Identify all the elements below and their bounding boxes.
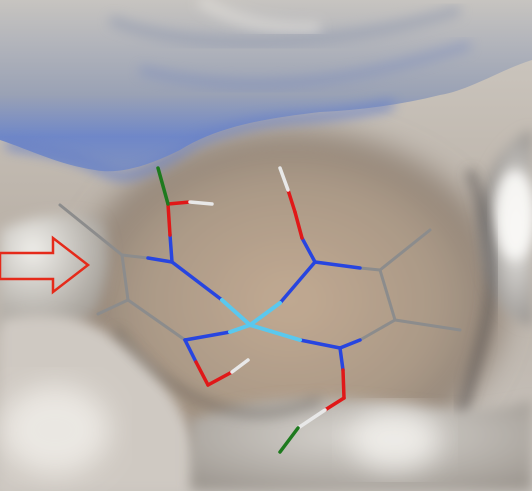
binding-pocket: [75, 130, 505, 470]
top-fold-2: [139, 41, 472, 89]
top-fold-1: [108, 5, 462, 47]
ligand-model: [58, 166, 462, 454]
chlorine-bonds: [156, 166, 300, 454]
top-fold-3: [196, 0, 321, 35]
metal-coordination-bonds: [220, 298, 302, 342]
bottom-highlight: [350, 410, 440, 470]
nitrogen-bonds: [146, 233, 362, 372]
carbon-bonds-left: [58, 203, 187, 342]
blue-rim: [5, 100, 395, 181]
hydrogen-bonds: [188, 166, 327, 430]
lower-crease: [111, 327, 322, 418]
oxygen-bonds: [166, 188, 346, 412]
carbon-bonds-right: [358, 228, 462, 342]
right-glint: [495, 170, 532, 260]
lower-left-highlight: [0, 385, 110, 475]
right-crease: [455, 168, 497, 422]
left-lobe: [0, 214, 110, 332]
annotation-arrow: [0, 235, 91, 295]
arrow-outline: [0, 235, 91, 295]
